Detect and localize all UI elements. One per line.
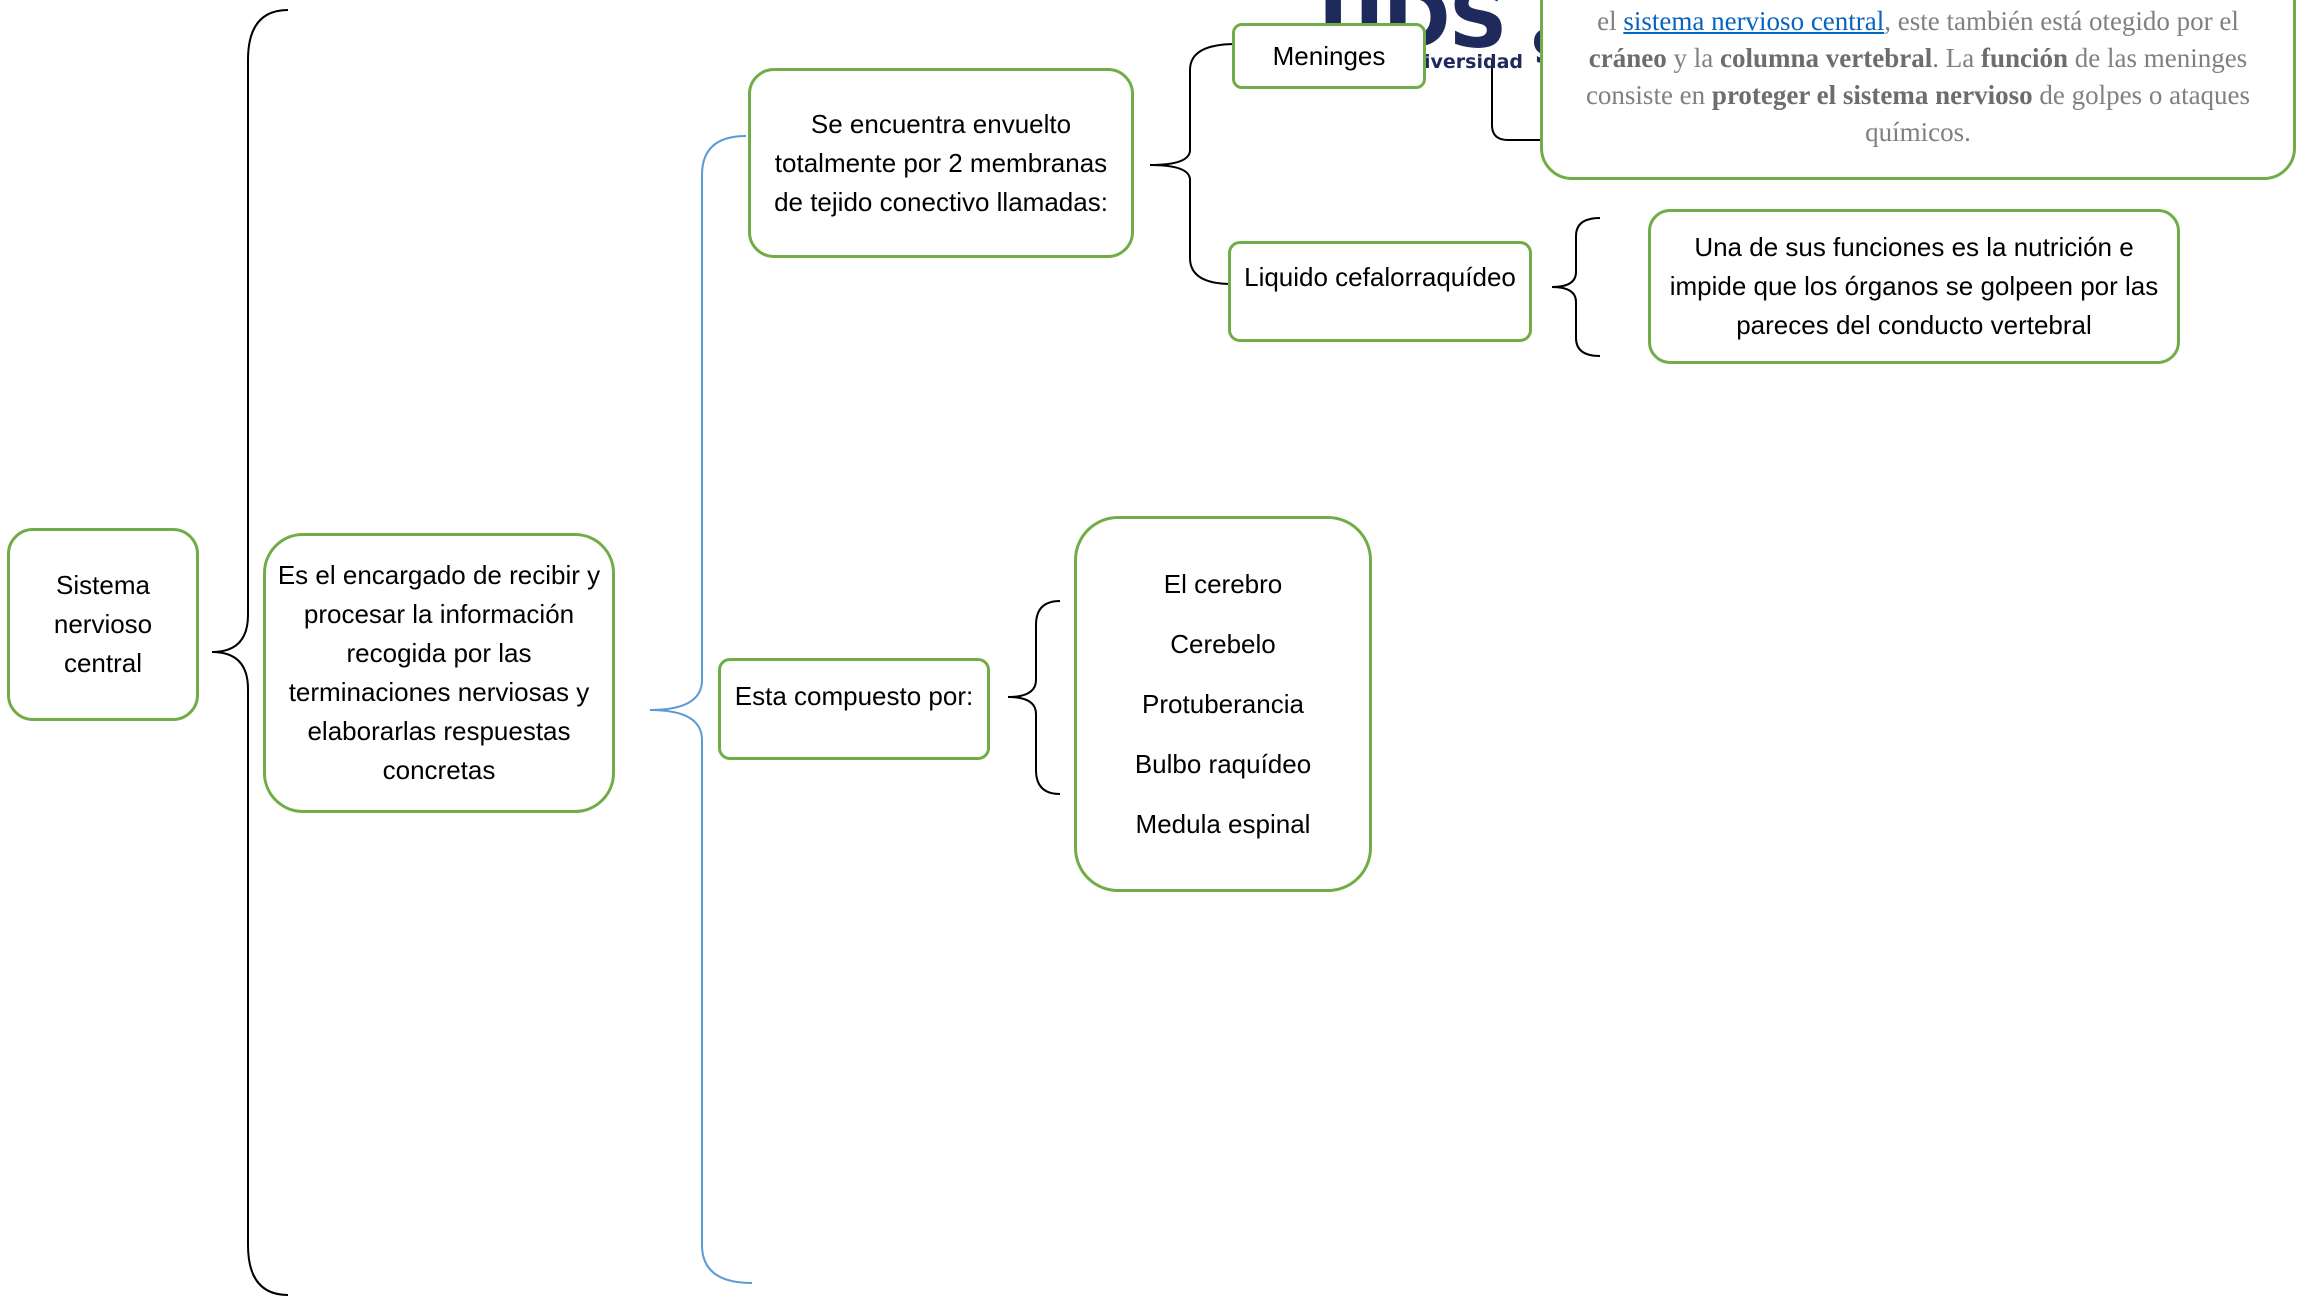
membranes-node: Se encuentra envuelto totalmente por 2 m…: [748, 68, 1134, 258]
definition-brace: [649, 135, 753, 1284]
meninges-description-popup: el sistema nervioso central, este tambié…: [1540, 0, 2296, 180]
part-item: Cerebelo: [1170, 629, 1276, 659]
popup-text: . La: [1932, 43, 1981, 73]
meninges-connector: [1491, 60, 1562, 141]
popup-bold-term: columna vertebral: [1720, 43, 1933, 73]
composition-brace: [1007, 600, 1061, 795]
part-item: Bulbo raquídeo: [1134, 749, 1312, 779]
liquid-brace: [1551, 217, 1601, 357]
liquid-label: Liquido cefalorraquídeo: [1244, 262, 1516, 292]
popup-bold-term: función: [1980, 43, 2068, 73]
popup-text: el: [1597, 6, 1624, 36]
popup-text: , este también está otegido por el: [1884, 6, 2239, 36]
meninges-node: Meninges: [1232, 23, 1426, 89]
composed-label: Esta compuesto por:: [734, 681, 974, 711]
composed-node: Esta compuesto por:: [718, 658, 990, 760]
cns-link[interactable]: sistema nervioso central: [1623, 6, 1885, 36]
main-brace: [211, 9, 289, 1296]
definition-node: Es el encargado de recibir y procesar la…: [263, 533, 615, 813]
popup-bold-term: cráneo: [1588, 43, 1667, 73]
membranes-text: Se encuentra envuelto totalmente por 2 m…: [774, 108, 1108, 217]
liquid-note-text: Una de sus funciones es la nutrición e i…: [1669, 232, 2159, 340]
liquid-node: Liquido cefalorraquídeo: [1228, 241, 1532, 342]
parts-node: El cerebro Cerebelo Protuberancia Bulbo …: [1074, 516, 1372, 892]
uds-logo-subtitle: iversidad: [1424, 51, 1523, 73]
part-item: El cerebro: [1163, 569, 1283, 599]
meninges-label: Meninges: [1272, 40, 1386, 71]
liquid-note-node: Una de sus funciones es la nutrición e i…: [1648, 209, 2180, 364]
membranes-brace: [1149, 43, 1237, 285]
popup-text: y la: [1666, 43, 1721, 73]
popup-bold-term: proteger el sistema nervioso: [1711, 80, 2033, 110]
root-label: Sistema nervioso central: [53, 570, 153, 678]
popup-text: de golpes o ataques químicos.: [1865, 80, 2251, 147]
part-item: Medula espinal: [1135, 809, 1311, 839]
part-item: Protuberancia: [1142, 689, 1304, 719]
definition-text: Es el encargado de recibir y procesar la…: [277, 560, 601, 785]
popup-text: de las meninges consiste en: [1585, 43, 2248, 110]
root-node: Sistema nervioso central: [7, 528, 199, 721]
